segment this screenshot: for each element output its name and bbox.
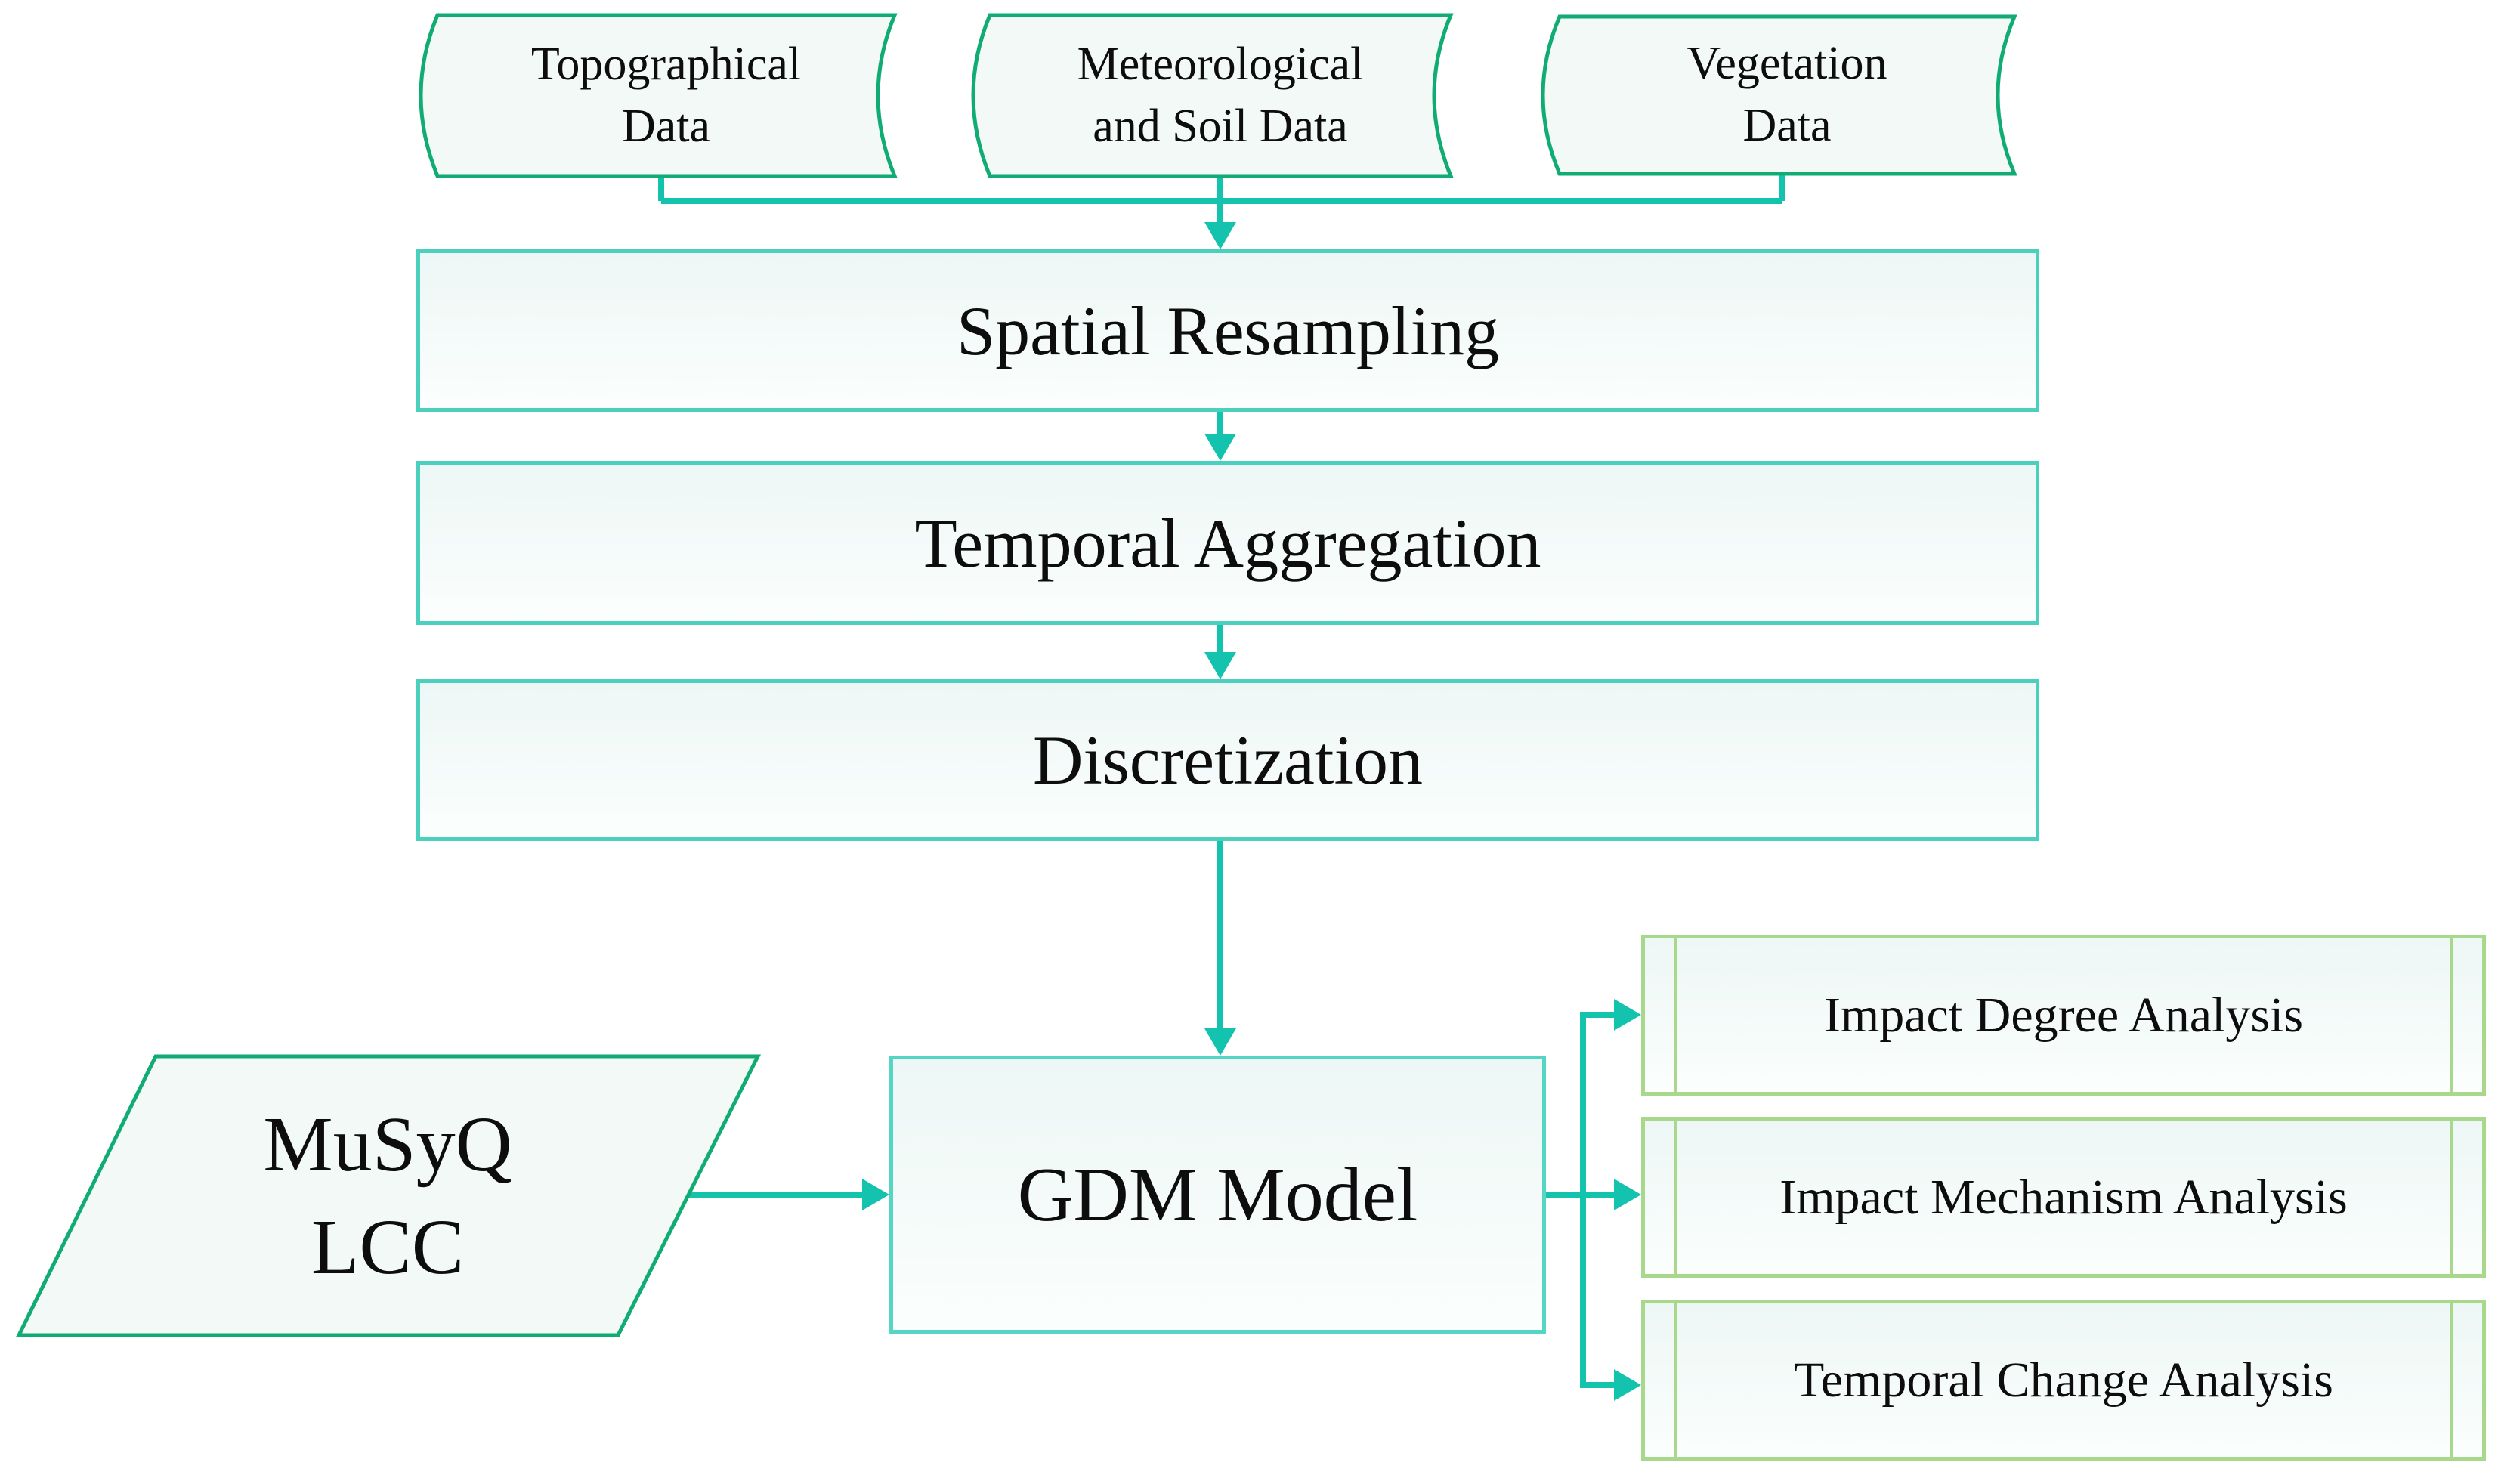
predefined-process-bar-right: [2450, 1121, 2453, 1274]
spatial-resampling-label: Spatial Resampling: [956, 292, 1500, 369]
arrowhead-into-out1: [1614, 999, 1641, 1031]
impact-mechanism-analysis-node: Impact Mechanism Analysis: [1641, 1117, 2486, 1278]
impact-mechanism-analysis-label: Impact Mechanism Analysis: [1779, 1169, 2348, 1225]
arrowhead-into-step1: [1204, 222, 1236, 249]
arrowhead-into-gdm-left: [862, 1179, 889, 1210]
discretization-label: Discretization: [1032, 722, 1424, 799]
arrowhead-into-gdm-top: [1204, 1028, 1236, 1056]
topographical-data-shape: [419, 13, 898, 178]
predefined-process-bar-left: [1674, 1303, 1677, 1457]
edge-gdm-branch-trunk: [1580, 1012, 1615, 1388]
impact-degree-analysis-label: Impact Degree Analysis: [1823, 987, 2304, 1043]
predefined-process-bar-right: [2450, 1303, 2453, 1457]
meteorological-data-shape: [971, 13, 1454, 178]
predefined-process-bar-left: [1674, 938, 1677, 1092]
arrowhead-into-step2: [1204, 434, 1236, 461]
temporal-aggregation-label: Temporal Aggregation: [914, 504, 1541, 582]
temporal-change-analysis-node: Temporal Change Analysis: [1641, 1300, 2486, 1461]
arrowhead-into-out2: [1614, 1179, 1641, 1210]
discretization-node: Discretization: [416, 679, 2039, 841]
vegetation-data-shape: [1541, 14, 2017, 176]
gdm-model-label: GDM Model: [1017, 1152, 1418, 1238]
musyq-lcc-shape: [15, 1054, 762, 1337]
predefined-process-bar-right: [2450, 938, 2453, 1092]
gdm-model-node: GDM Model: [889, 1056, 1546, 1334]
spatial-resampling-node: Spatial Resampling: [416, 249, 2039, 412]
temporal-aggregation-node: Temporal Aggregation: [416, 461, 2039, 625]
connector-lines: [658, 174, 1785, 1388]
data-source-shapes: [419, 13, 2017, 178]
temporal-change-analysis-label: Temporal Change Analysis: [1794, 1352, 2333, 1408]
arrowheads: [862, 222, 1641, 1401]
impact-degree-analysis-node: Impact Degree Analysis: [1641, 935, 2486, 1096]
predefined-process-bar-left: [1674, 1121, 1677, 1274]
arrowhead-into-out3: [1614, 1369, 1641, 1401]
arrowhead-into-step3: [1204, 652, 1236, 679]
